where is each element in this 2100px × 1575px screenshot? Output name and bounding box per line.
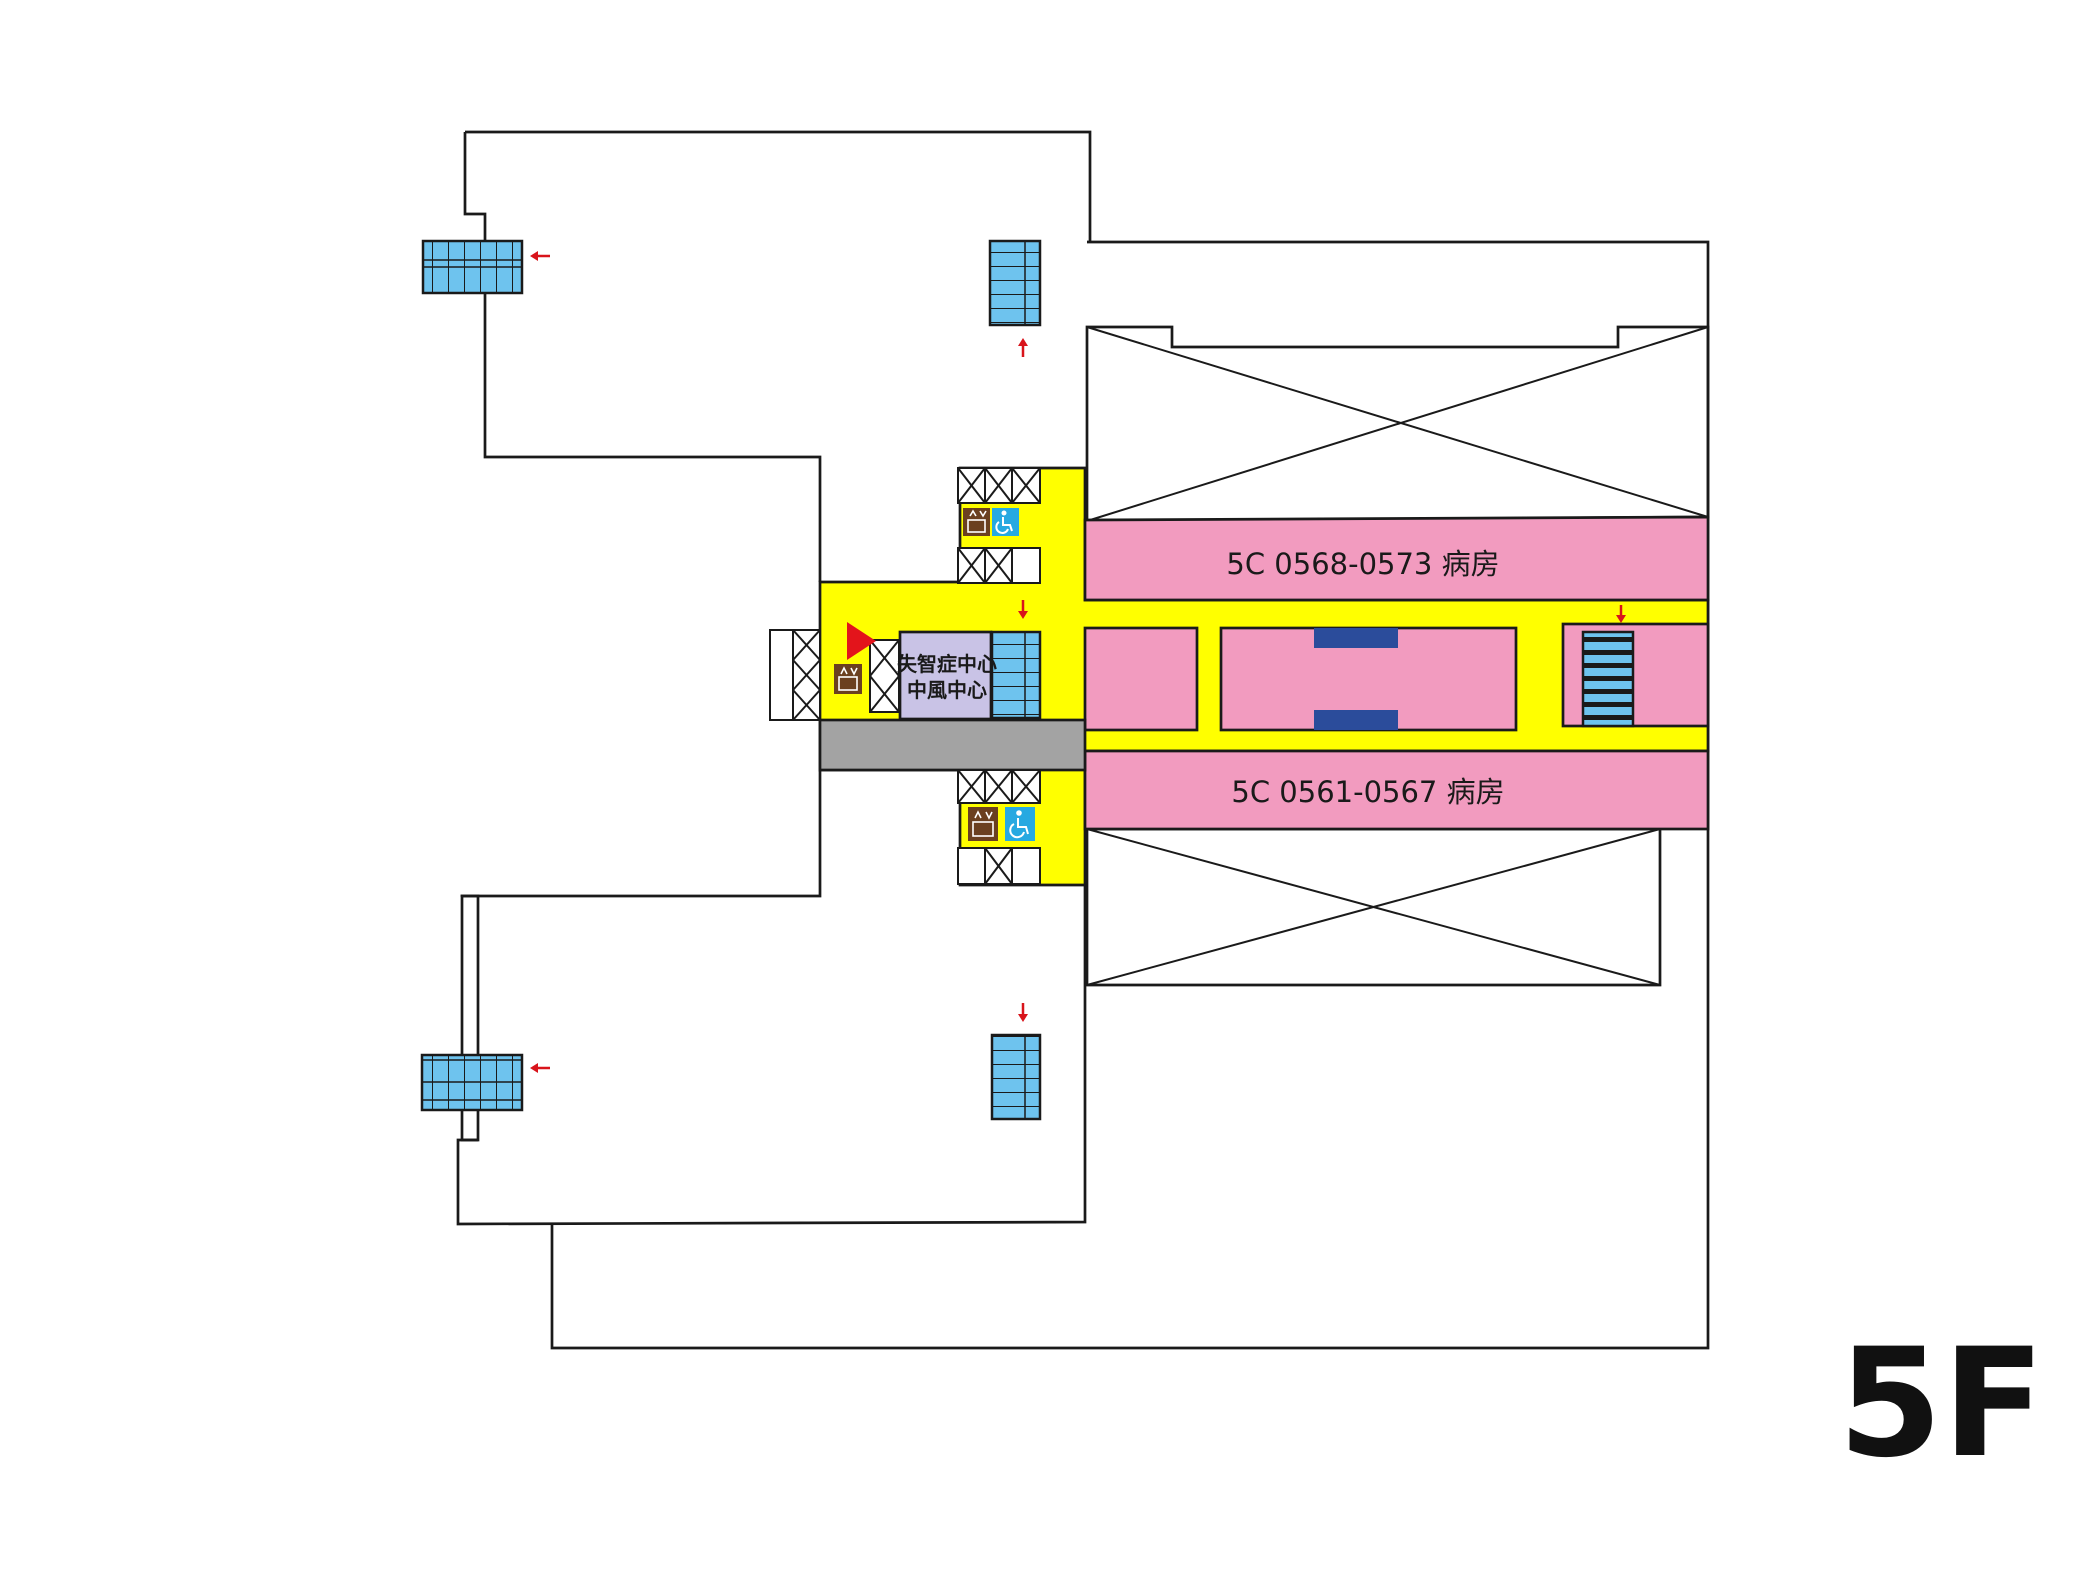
east-block-outline bbox=[550, 240, 1710, 1350]
nurse-station-south-bar bbox=[1314, 710, 1398, 730]
central-core bbox=[818, 718, 1087, 772]
stroke-center-label: 中風中心 bbox=[907, 678, 987, 702]
you-are-here-marker-icon bbox=[847, 622, 876, 660]
staircase-icon bbox=[990, 1033, 1042, 1121]
wheelchair-accessible-icon bbox=[992, 508, 1019, 536]
floor-label: 5F bbox=[1838, 1317, 2045, 1491]
staircase-icon bbox=[1581, 630, 1635, 728]
wheelchair-accessible-icon bbox=[1005, 807, 1035, 841]
south-elevator-bank bbox=[957, 769, 1041, 885]
nurse-station-north-bar bbox=[1314, 628, 1398, 648]
west-wing-lower-outline bbox=[460, 771, 822, 1142]
inner-room-west bbox=[1083, 626, 1199, 732]
exit-arrow-icon bbox=[1018, 600, 1028, 619]
west-elevator-bank bbox=[769, 629, 900, 721]
north-ward-block bbox=[1083, 515, 1710, 602]
exit-arrow-icon bbox=[530, 1063, 550, 1073]
exit-arrow-icon bbox=[1018, 338, 1028, 357]
elevator-icon bbox=[963, 508, 990, 536]
staircase-icon bbox=[988, 239, 1042, 327]
south-ward-block bbox=[1083, 749, 1710, 831]
north-elevator-bank bbox=[957, 467, 1041, 584]
elevator-icon bbox=[968, 807, 998, 841]
exit-arrow-icon bbox=[530, 251, 550, 261]
exit-arrow-icon bbox=[1018, 1003, 1028, 1022]
staircase-icon bbox=[990, 630, 1042, 720]
dementia-center-label: 失智症中心 bbox=[897, 652, 997, 676]
south-ward-label: 5C 0561-0567 病房 bbox=[1231, 775, 1504, 809]
elevator-icon bbox=[834, 664, 862, 694]
north-ward-label: 5C 0568-0573 病房 bbox=[1226, 547, 1499, 581]
exit-arrow-icon bbox=[1616, 605, 1626, 623]
